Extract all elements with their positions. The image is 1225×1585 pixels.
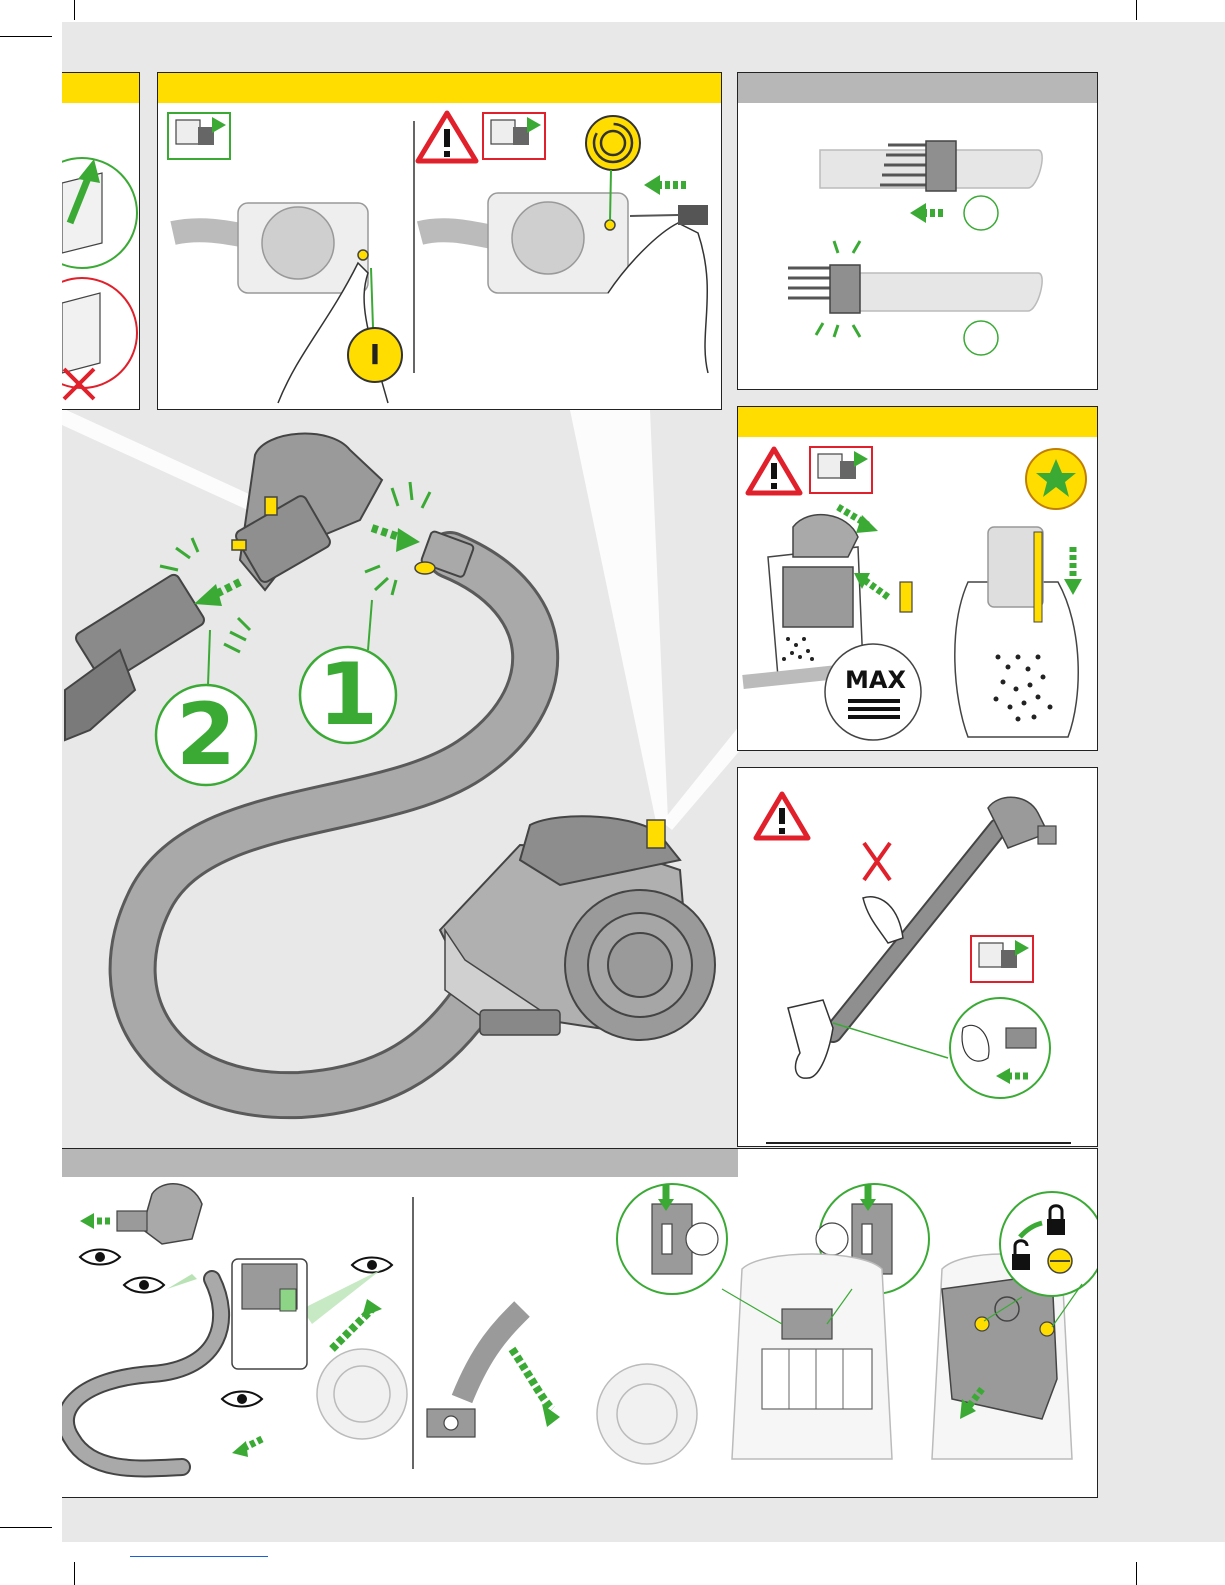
panel-wand-blockage: [737, 767, 1098, 1147]
eye-icon: [80, 1250, 120, 1265]
unplug-icon: [483, 113, 545, 159]
eye-icon: [352, 1258, 392, 1273]
warning-triangle-icon: [418, 113, 476, 161]
wand-panel-divider: [766, 1142, 1071, 1144]
step-one-number: 1: [318, 645, 378, 745]
unplug-icon: [810, 447, 872, 493]
unplug-icon: [971, 936, 1033, 982]
switch-on-symbol: I: [355, 335, 395, 375]
eye-icon: [124, 1278, 164, 1293]
unplug-icon: [168, 113, 230, 159]
eye-icon: [222, 1392, 262, 1407]
panel-filters-blockages: [62, 1148, 1098, 1498]
allergy-seal-icon: [1026, 449, 1086, 509]
footer-link-underline[interactable]: [130, 1556, 268, 1557]
cross-mark-icon: [864, 843, 890, 880]
panel-empty-bin: MAX: [737, 406, 1098, 751]
cord-rewind-icon: [586, 116, 640, 170]
panel-switch-on: I: [157, 72, 722, 410]
panel-combination-tool: [737, 72, 1098, 390]
warning-triangle-icon: [748, 449, 800, 493]
step-two-number: 2: [172, 683, 240, 787]
warning-triangle-icon: [756, 794, 808, 838]
panel-floor-tool: [62, 72, 140, 410]
bin-max-level-label: MAX: [845, 665, 903, 695]
